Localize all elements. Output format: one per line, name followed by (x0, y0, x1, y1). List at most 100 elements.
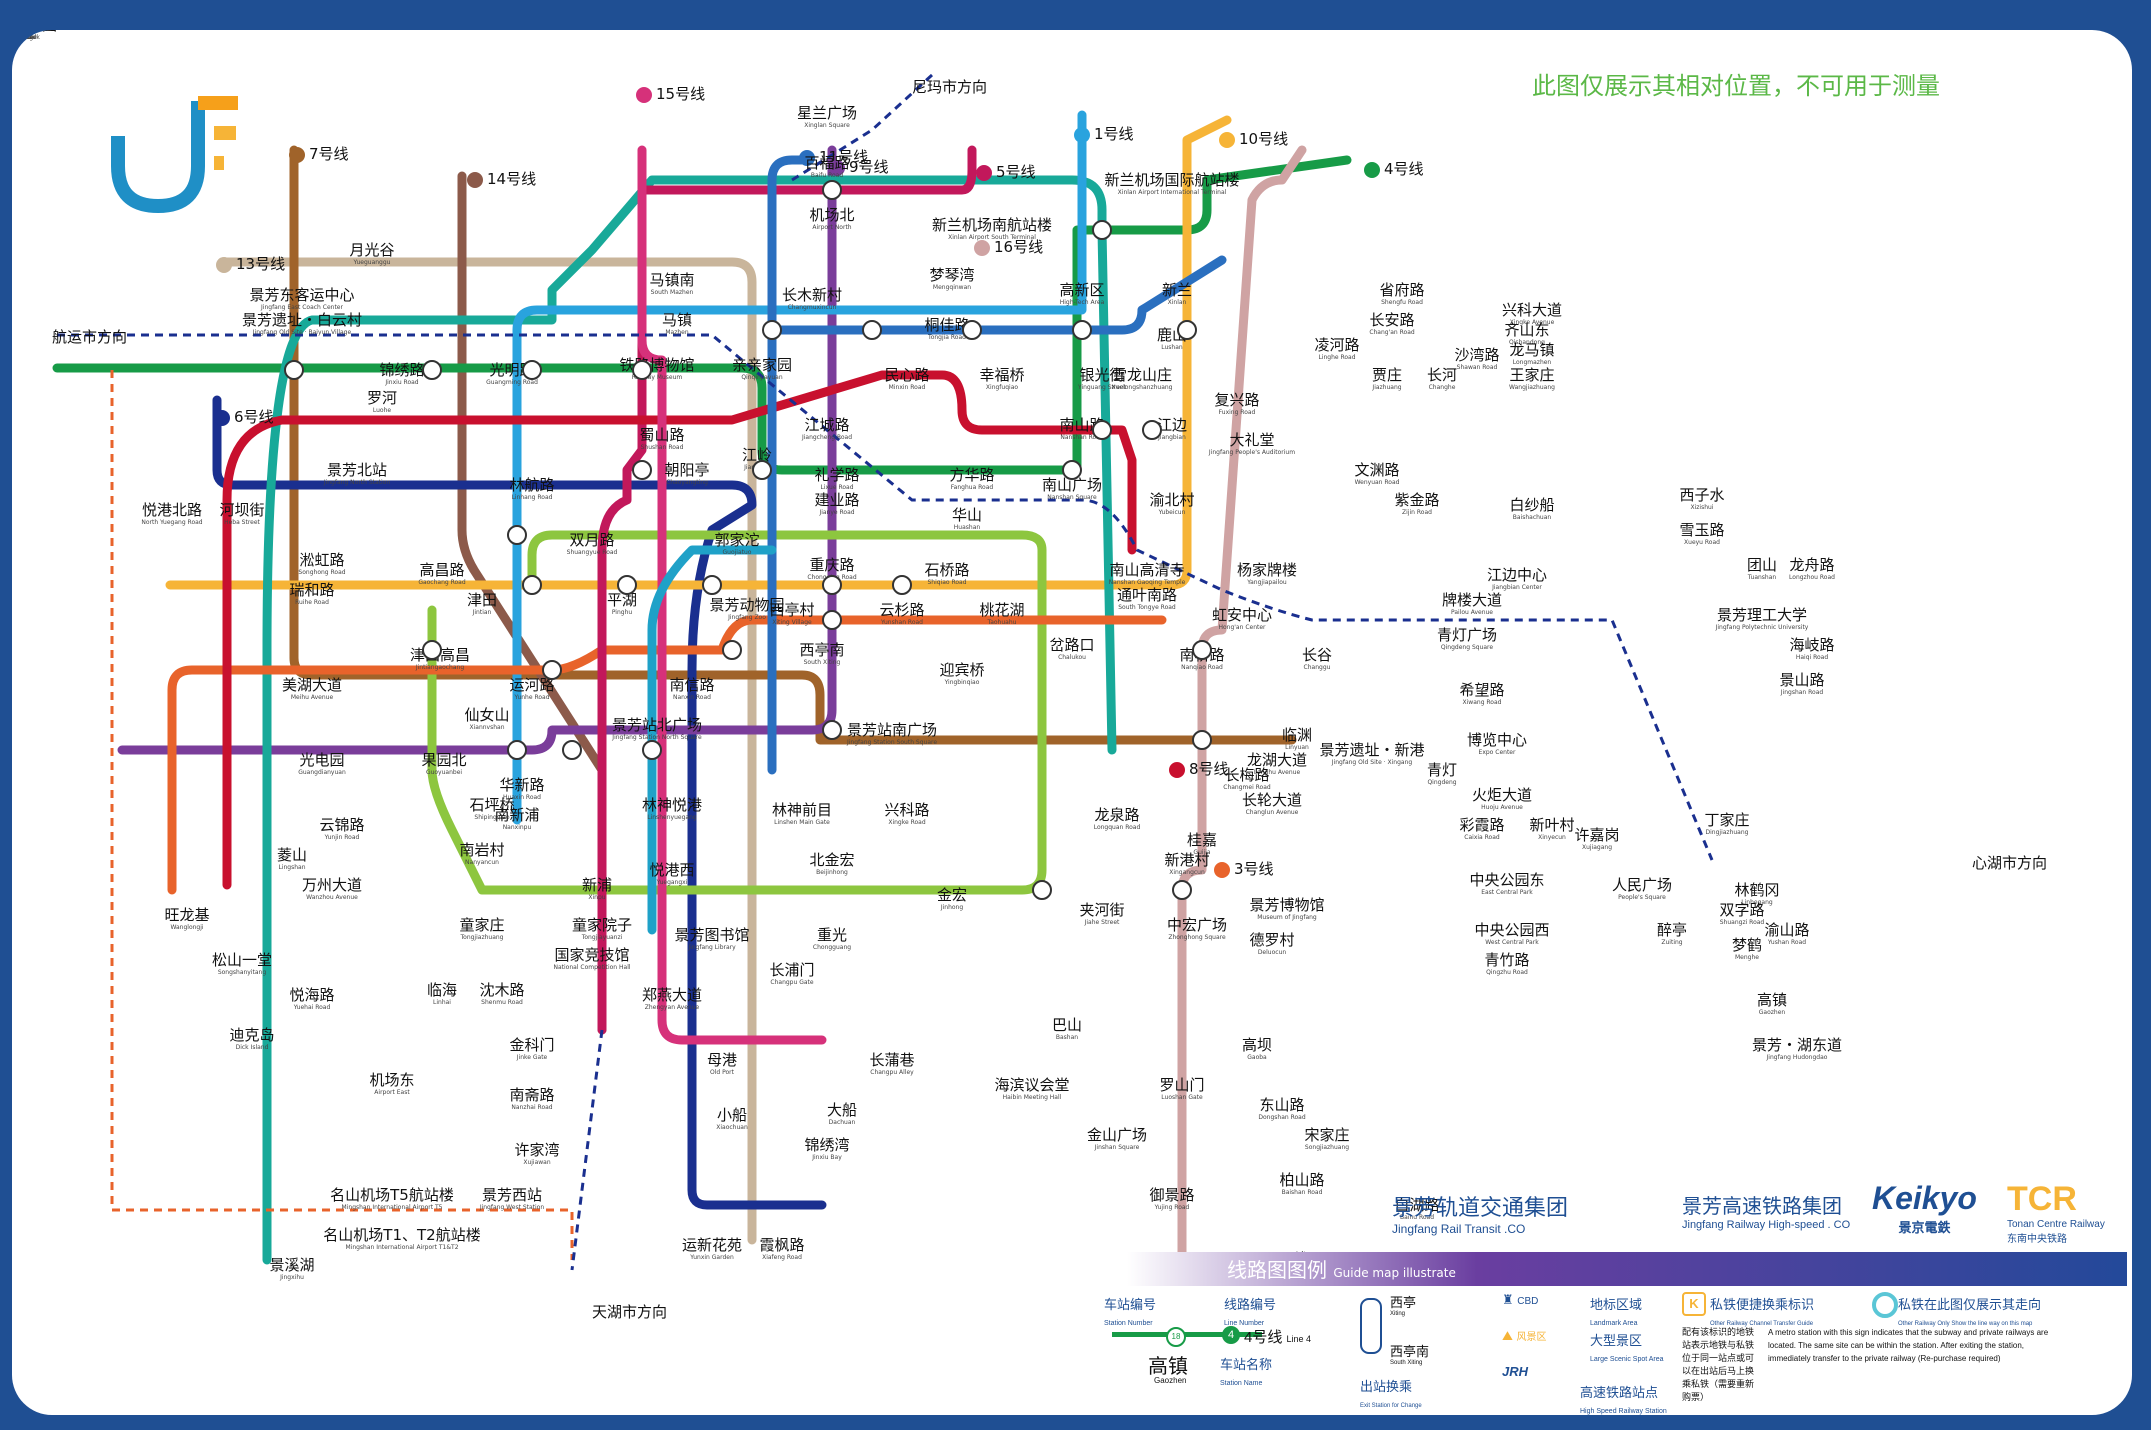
station-label-en: Tongjiayuanzi (581, 934, 623, 941)
station-label: 白纱船 (1509, 496, 1554, 514)
station-label: 长谷 (1302, 646, 1332, 664)
station-label-en: Xuelongshanzhuang (1111, 384, 1172, 391)
station-label-en: Shipingqiao (474, 814, 510, 821)
station-label: 兴科路 (884, 801, 929, 819)
interchange-node (822, 575, 842, 595)
station-label-en: Shushan Road (641, 444, 684, 451)
legend-hsr-badge: JRH (1502, 1364, 1529, 1379)
station-label-en: Linyuan (1285, 744, 1309, 751)
interchange-node (562, 740, 582, 760)
station-label: 大船 (827, 1101, 857, 1119)
station-label: 津田 (467, 591, 497, 609)
station-label-en: Wenyuan Road (1355, 479, 1400, 486)
legend-sample-num: 18 (1166, 1327, 1186, 1347)
station-label: 郭家沱 (714, 531, 759, 549)
station-label: 幸福桥 (979, 366, 1024, 384)
route-l13 (217, 257, 757, 1245)
station-label: 新兰 (1162, 281, 1192, 299)
station-label: 龙泉路 (1094, 806, 1139, 824)
station-label: 长安路 (1369, 311, 1414, 329)
station-label: 马镇南 (649, 271, 694, 289)
station-label: 渝山路 (1764, 921, 1809, 939)
station-label-en: Xinyecun (1538, 834, 1566, 841)
line-label-13: 13号线 (236, 255, 285, 273)
interchange-node (892, 575, 912, 595)
station-label-en: Nanshan Square (1047, 494, 1097, 501)
interchange-node (422, 640, 442, 660)
legend-sample-station-en: Gaozhen (1154, 1376, 1187, 1385)
station-label: 江城路 (804, 416, 849, 434)
station-label-en: Yuegangxi (656, 879, 688, 886)
station-label: 大礼堂 (1229, 431, 1274, 449)
station-label: 仙女山 (464, 706, 509, 724)
company-tcr-en: Tonan Centre Railway (2007, 1219, 2105, 1230)
private-rail-north (791, 73, 934, 182)
station-label-en: Songhong Road (298, 569, 345, 576)
station-label: 青灯广场 (1437, 626, 1497, 644)
station-label: 罗河 (367, 389, 397, 407)
station-label-en: Mazhen (665, 329, 688, 336)
station-label-en: Chaoyangting (666, 479, 708, 486)
interchange-node (762, 320, 782, 340)
station-label-en: Minxin Road (889, 384, 926, 391)
station-label: 葵山 (12, 30, 27, 34)
station-label-en: Xingfuqiao (986, 384, 1018, 391)
station-label: 林神悦港 (642, 796, 702, 814)
interchange-node (507, 525, 527, 545)
station-label: 华山 (952, 506, 982, 524)
station-label: 瑞和路 (289, 581, 334, 599)
route-l14 (457, 171, 607, 1035)
station-label: 牌楼大道 (1442, 591, 1502, 609)
station-label: 龙湖大道 (1247, 751, 1307, 769)
legend-ki-icon: K (1682, 1292, 1706, 1316)
station-label-en: Guojiatuo (723, 549, 752, 556)
interchange-node (1192, 640, 1212, 660)
station-label: 重光 (817, 926, 847, 944)
line-label-5: 5号线 (996, 163, 1036, 181)
station-label-en: Changhe (1429, 384, 1456, 391)
station-label-en: Bashan (1056, 1034, 1078, 1041)
station-label-en: Qishandong (1509, 339, 1545, 346)
company-jrh-cn: 景芳高速铁路集团 (1682, 1196, 1842, 1218)
station-label: 长河 (1427, 366, 1457, 384)
station-label-en: Chang'an Road (1369, 329, 1415, 336)
station-label: 高新区 (1059, 281, 1104, 299)
station-label: 金山广场 (1087, 1126, 1147, 1144)
station-label: 团山 (1747, 556, 1777, 574)
station-label: 龙舟路 (1789, 556, 1834, 574)
station-label: 德罗村 (1249, 931, 1294, 949)
station-label-en: Changpu Gate (770, 979, 813, 986)
station-label: 柏山路 (1279, 1171, 1324, 1189)
station-label: 渝北村 (1149, 491, 1194, 509)
station-label: 银光街 (1079, 366, 1124, 384)
station-label-en: Lushan (1161, 344, 1183, 351)
station-label: 贾庄 (1372, 366, 1402, 384)
station-label-en: Shenmu Road (481, 999, 523, 1006)
station-label: 林鹤冈 (1734, 881, 1779, 899)
station-label: 新浦 (582, 876, 612, 894)
station-label-en: Luoshan Gate (1161, 1094, 1203, 1101)
station-label-en: Jingfang Hudongdao (1766, 1054, 1828, 1061)
station-label: 景芳动物园 (709, 596, 784, 614)
station-label-en: Jingfang Polytechnic University (1715, 624, 1809, 631)
station-label: 蜀山路 (639, 426, 684, 444)
station-label: 西子水 (1679, 486, 1724, 504)
legend-sample-line: 4号线 Line 4 (1244, 1329, 1312, 1346)
station-label: 沙湾路 (1454, 346, 1499, 364)
station-label-en: Xinlan Airport South Terminal (948, 234, 1036, 241)
station-label-en: Hong'an Center (1218, 624, 1266, 631)
station-label-en: Changlun Avenue (1246, 809, 1299, 816)
station-label: 长蒲巷 (869, 1051, 914, 1069)
station-label-en: Jintiangaochang (415, 664, 464, 671)
station-label: 建业路 (814, 491, 859, 509)
station-label-en: Shiqiao Road (927, 579, 966, 586)
station-label-en: Zhonghong Square (1168, 934, 1226, 941)
station-label: 桃花湖 (979, 601, 1024, 619)
station-label-en: Dingjiazhuang (1706, 829, 1749, 836)
station-label: 青灯 (1427, 761, 1457, 779)
station-label-en: Xinpu (588, 894, 605, 901)
station-label: 名山机场T1、T2航站楼 (323, 1226, 480, 1244)
station-label-en: Xujiagang (1582, 844, 1612, 851)
station-label: 王家庄 (1509, 366, 1554, 384)
